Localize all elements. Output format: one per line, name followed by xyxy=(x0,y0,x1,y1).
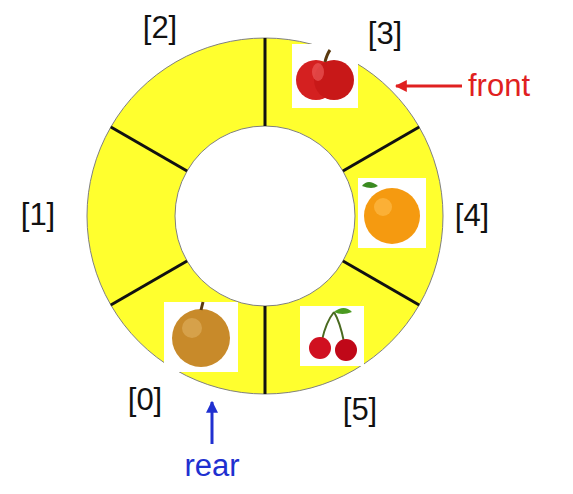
index-label: [2] xyxy=(143,11,177,45)
index-label: [1] xyxy=(21,198,55,232)
pear-picture xyxy=(164,302,238,372)
slot-divider xyxy=(111,261,187,305)
index-label: [4] xyxy=(455,199,489,233)
queue-slot xyxy=(111,38,265,171)
slot-divider xyxy=(343,127,419,171)
queue-slot xyxy=(265,261,419,394)
front-arrow xyxy=(396,85,462,88)
rear-arrow xyxy=(211,402,214,444)
slot-divider xyxy=(111,127,187,171)
pointer-arrows xyxy=(212,86,462,444)
slot-divider xyxy=(343,261,419,305)
rear-pointer-label: rear xyxy=(184,449,239,483)
index-label: [0] xyxy=(128,383,162,417)
index-label: [5] xyxy=(343,393,377,427)
cherries-picture xyxy=(300,306,364,366)
apple-picture xyxy=(292,44,358,108)
front-pointer-label: front xyxy=(468,69,530,103)
orange-picture xyxy=(358,178,426,248)
ring xyxy=(87,38,443,394)
slot-divider xyxy=(264,38,267,126)
fruit-pictures xyxy=(164,44,426,372)
index-label: [3] xyxy=(368,17,402,51)
slot-divider xyxy=(264,306,267,394)
